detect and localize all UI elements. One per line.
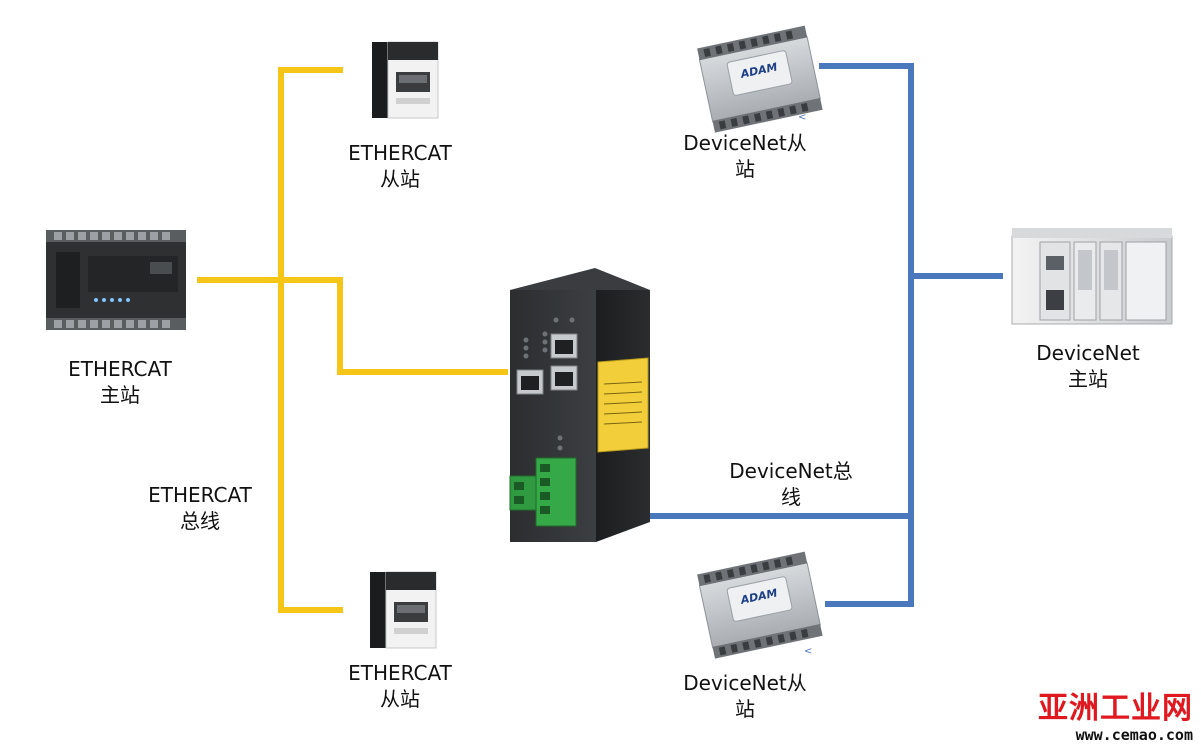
gateway-device-icon (509, 268, 650, 542)
devicenet-slave-top-line1: DeviceNet从 (683, 131, 807, 155)
devicenet-master-line1: DeviceNet (1036, 341, 1140, 365)
adam-io-module-icon: ADAM (697, 25, 823, 133)
adam-io-module-icon: ADAM (697, 551, 823, 659)
devicenet-bus-label: DeviceNet总 线 (716, 458, 866, 510)
ethercat-slave-bottom-label: ETHERCAT 从站 (330, 660, 470, 712)
devicenet-bus-trunk (819, 63, 914, 607)
ethercat-slave-top-line2: 从站 (380, 167, 420, 191)
devicenet-slave-bottom-label: DeviceNet从 站 (670, 670, 820, 722)
ethercat-bus-master-link (197, 277, 508, 375)
ethercat-slave-top-line1: ETHERCAT (348, 141, 452, 165)
ethercat-bus-trunk (278, 67, 343, 613)
devicenet-slave-bottom-line2: 站 (735, 697, 755, 721)
devicenet-bus-line1: DeviceNet总 (729, 459, 853, 483)
watermark: 亚洲工业网 www.cemao.com (1038, 691, 1193, 745)
ethercat-bus-line2: 总线 (180, 509, 220, 533)
devicenet-slave-top-label: DeviceNet从 站 (670, 130, 820, 182)
servo-drive-icon (370, 571, 437, 649)
allen-bradley-plc-icon (1011, 228, 1173, 325)
devicenet-master-line2: 主站 (1068, 367, 1108, 391)
watermark-url: www.cemao.com (1075, 726, 1193, 744)
ethercat-master-line2: 主站 (100, 383, 140, 407)
ethercat-master-label: ETHERCAT 主站 (50, 356, 190, 408)
devicenet-slave-bottom-line1: DeviceNet从 (683, 671, 807, 695)
devicenet-master-label: DeviceNet 主站 (1018, 340, 1158, 392)
plc-controller-icon (46, 230, 186, 330)
ethercat-bus-line1: ETHERCAT (148, 483, 252, 507)
devicenet-slave-top-line2: 站 (735, 157, 755, 181)
ethercat-slave-bottom-line2: 从站 (380, 687, 420, 711)
ethercat-slave-bottom-line1: ETHERCAT (348, 661, 452, 685)
watermark-cn: 亚洲工业网 (1038, 691, 1193, 726)
servo-drive-icon (372, 41, 439, 119)
ethercat-bus-lines (197, 67, 508, 613)
decorative-mark: < (798, 112, 806, 123)
devicenet-bus-lines (609, 63, 1003, 607)
decorative-mark: < (804, 646, 812, 657)
devicenet-bus-line2: 线 (781, 485, 801, 509)
ethercat-slave-top-label: ETHERCAT 从站 (330, 140, 470, 192)
ethercat-bus-label: ETHERCAT 总线 (130, 482, 270, 534)
ethercat-master-line1: ETHERCAT (68, 357, 172, 381)
